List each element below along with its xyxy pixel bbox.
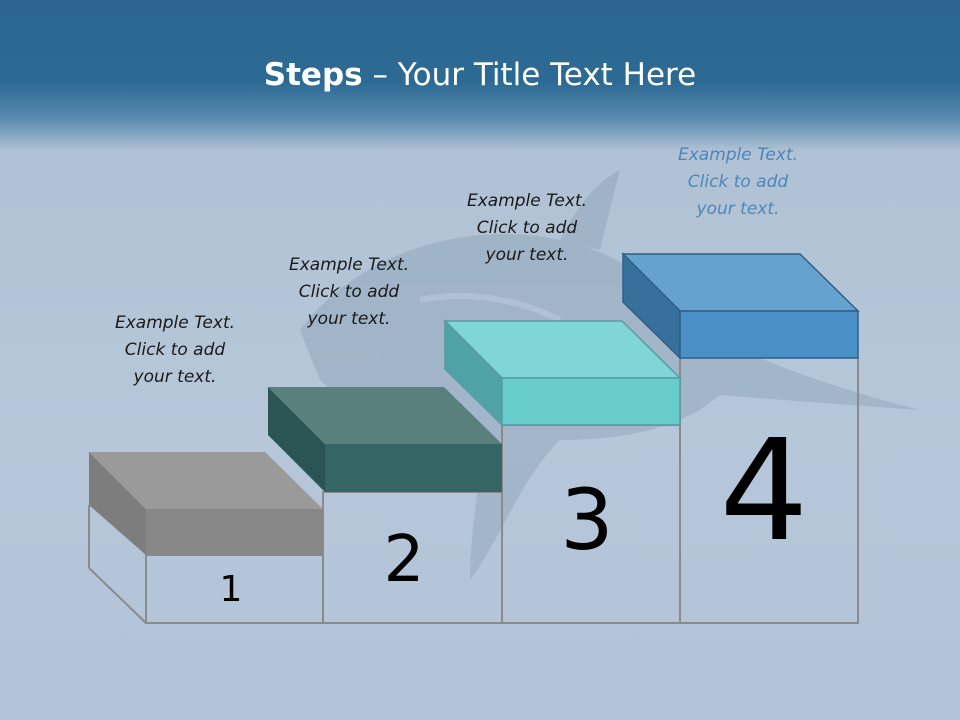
step-2-number: 2 — [383, 523, 425, 597]
slide-title[interactable]: Steps – Your Title Text Here — [0, 52, 960, 98]
step-1-side — [89, 452, 146, 555]
step-2-text-line-2: Click to add — [298, 282, 400, 302]
step-1-block[interactable] — [89, 452, 323, 555]
step-4-block[interactable] — [621, 252, 860, 360]
step-2-text-line-3: your text. — [307, 309, 391, 329]
step-2-side — [268, 387, 325, 492]
step-3-text-line-1: Example Text. — [466, 191, 588, 211]
step-2-block[interactable] — [268, 387, 502, 492]
step-4-text-line-2: Click to add — [687, 172, 789, 192]
step-1-top — [89, 452, 323, 509]
step-3-block[interactable] — [443, 319, 682, 427]
step-1-text-line-2: Click to add — [124, 340, 226, 360]
step-3-text-line-2: Click to add — [476, 218, 578, 238]
step-3-text[interactable]: Example Text. Click to add your text. — [437, 188, 617, 269]
step-4-number: 4 — [719, 410, 809, 573]
step-3-text-line-3: your text. — [485, 245, 569, 265]
step-4-text-line-3: your text. — [696, 199, 780, 219]
step-2-text-line-1: Example Text. — [288, 255, 410, 275]
step-3-front — [501, 377, 681, 426]
header-band — [0, 0, 960, 150]
step-4-text-line-1: Example Text. — [677, 145, 799, 165]
step-1-text-line-1: Example Text. — [114, 313, 236, 333]
step-4-front — [679, 310, 859, 359]
step-1-front — [146, 509, 323, 555]
step-2-front — [325, 444, 502, 492]
title-rest: – Your Title Text Here — [362, 57, 697, 93]
step-4-text[interactable]: Example Text. Click to add your text. — [648, 142, 828, 223]
title-bold: Steps — [263, 57, 363, 93]
step-1-number: 1 — [219, 569, 243, 610]
step-2-top — [268, 387, 502, 444]
step-1-text[interactable]: Example Text. Click to add your text. — [85, 310, 265, 391]
step-1-base-edge — [88, 567, 147, 624]
step-3-number: 3 — [560, 471, 614, 569]
step-2-text[interactable]: Example Text. Click to add your text. — [259, 252, 439, 333]
step-1-text-line-3: your text. — [133, 367, 217, 387]
